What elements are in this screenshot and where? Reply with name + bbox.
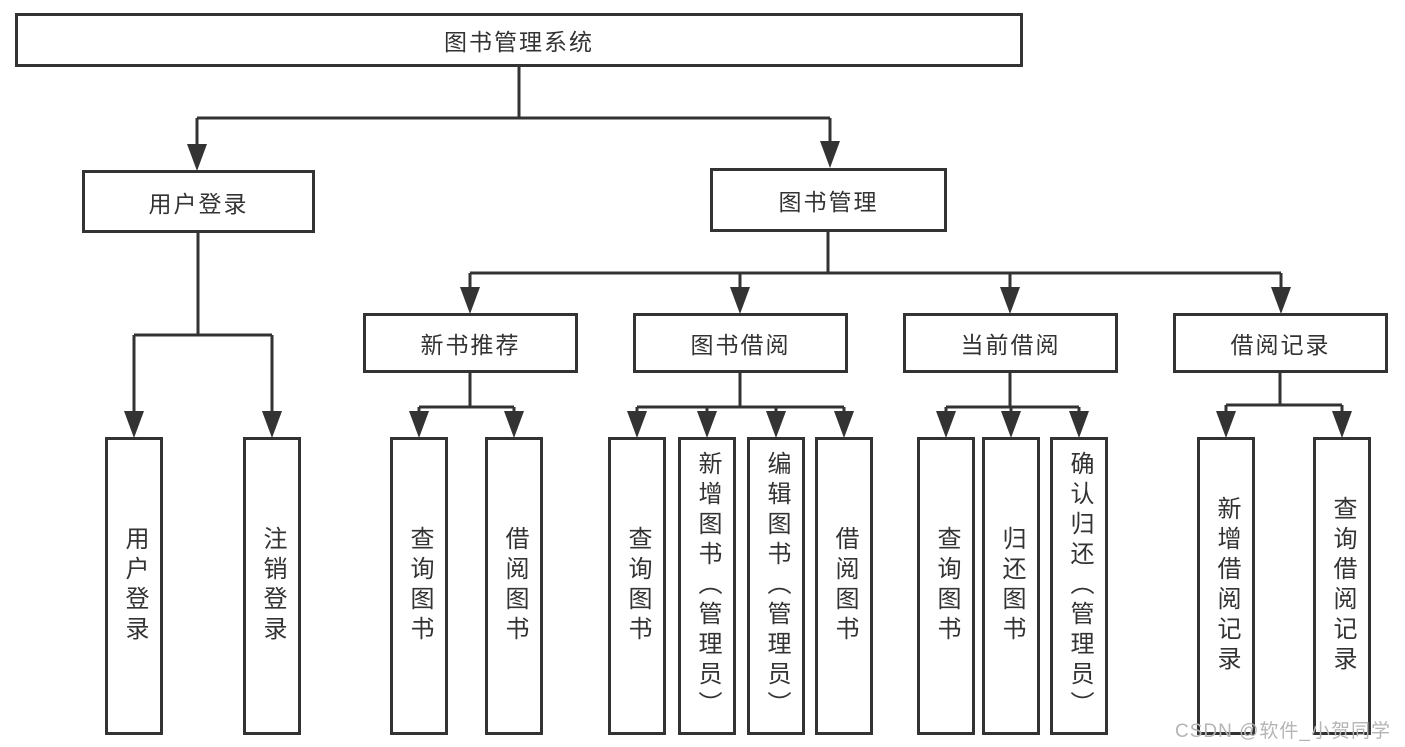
leaf-add-borrow-record: 新增借阅记录 (1197, 437, 1255, 735)
arrowhead (820, 141, 840, 168)
arrowhead (1069, 411, 1089, 438)
node-book-management: 图书管理 (710, 168, 947, 232)
arrowhead (187, 144, 207, 171)
connector-book-management-split (468, 232, 1283, 291)
arrowhead (936, 411, 956, 438)
arrowhead (1216, 411, 1236, 438)
leaf-borrow-books-borrowing: 借阅图书 (815, 437, 873, 735)
connector-current-borrowing-split (944, 373, 1081, 415)
leaf-query-books-recommend: 查询图书 (390, 437, 448, 735)
leaf-edit-book-admin: 编辑图书（管理员） (747, 437, 805, 735)
node-library-management-system: 图书管理系统 (15, 13, 1023, 67)
connector-borrowing-records-split (1224, 373, 1344, 415)
node-user-login: 用户登录 (82, 170, 315, 233)
arrowhead (1332, 411, 1352, 438)
csdn-watermark: CSDN @软件_小贺同学 (1175, 721, 1391, 742)
connector-user-login-split (132, 233, 274, 415)
leaf-user-login: 用户登录 (105, 437, 163, 735)
leaf-query-books-borrowing: 查询图书 (608, 437, 666, 735)
arrowhead (409, 411, 429, 438)
arrowhead (504, 411, 524, 438)
connector-new-book-split (417, 373, 516, 415)
arrowhead (697, 411, 717, 438)
leaf-borrow-books-recommend: 借阅图书 (485, 437, 543, 735)
leaf-add-book-admin: 新增图书（管理员） (678, 437, 736, 735)
node-new-book-recommendation: 新书推荐 (363, 313, 578, 373)
leaf-query-books-current: 查询图书 (917, 437, 975, 735)
node-book-borrowing: 图书借阅 (633, 313, 848, 373)
arrowhead (460, 287, 480, 314)
arrowhead (124, 411, 144, 438)
leaf-query-borrow-record: 查询借阅记录 (1313, 437, 1371, 735)
leaf-logout: 注销登录 (243, 437, 301, 735)
arrowhead (627, 411, 647, 438)
arrowhead (834, 411, 854, 438)
arrowhead (262, 411, 282, 438)
arrowhead (1000, 287, 1020, 314)
leaf-confirm-return-admin: 确认归还（管理员） (1050, 437, 1108, 735)
arrowhead (1271, 287, 1291, 314)
arrowhead (1001, 411, 1021, 438)
connector-book-borrowing-split (635, 373, 846, 415)
node-current-borrowing: 当前借阅 (903, 313, 1118, 373)
leaf-return-book: 归还图书 (982, 437, 1040, 735)
arrowhead (730, 287, 750, 314)
connector-root-split (195, 67, 832, 147)
node-borrowing-records: 借阅记录 (1173, 313, 1388, 373)
arrowhead (766, 411, 786, 438)
